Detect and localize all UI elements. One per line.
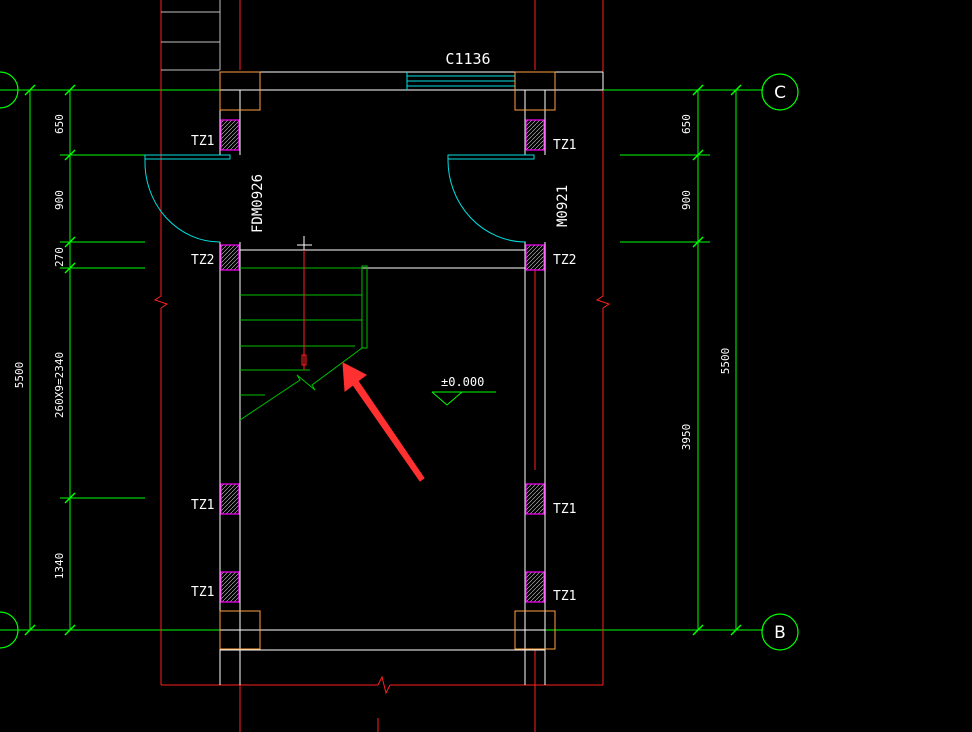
corner-columns [219, 71, 556, 650]
stair-direction [301, 250, 307, 370]
elevation-label: ±0.000 [441, 375, 484, 389]
label-tz1: TZ1 [191, 134, 214, 149]
dim-left-650: 650 [53, 114, 66, 134]
column-tz1-mid-left[interactable] [220, 483, 240, 515]
label-tz1: TZ1 [191, 498, 214, 513]
column-tz1-top-right[interactable] [525, 119, 545, 151]
grid-circle-c [761, 73, 799, 111]
elevation-triangle-icon [431, 391, 463, 406]
label-tz1: TZ1 [553, 138, 576, 153]
column-tz2-left[interactable] [220, 244, 240, 271]
door-right-leaf [447, 154, 535, 160]
label-tz2: TZ2 [553, 253, 576, 268]
grid-circle-c-left-partial [0, 71, 19, 109]
label-tz1: TZ1 [553, 502, 576, 517]
tz-columns [220, 119, 545, 603]
door-left-leaf [144, 154, 231, 160]
column-tz1-top-left[interactable] [220, 119, 240, 151]
label-tz1: TZ1 [191, 585, 214, 600]
arrow-icon [342, 362, 425, 482]
left-dimension-group [24, 84, 76, 636]
grid-circle-b-left-partial [0, 611, 19, 649]
axis-lines [0, 89, 763, 631]
door-left-label: FDM0926 [250, 174, 266, 233]
label-tz2: TZ2 [191, 253, 214, 268]
right-dimension-group [692, 84, 742, 636]
grid-bubble-c[interactable]: C [761, 73, 799, 111]
column-tz2-right[interactable] [525, 244, 545, 271]
walls [219, 71, 604, 685]
door-left[interactable] [144, 154, 231, 243]
column-tz1-mid-right[interactable] [525, 483, 545, 515]
section-mark [297, 236, 312, 250]
window-label: C1136 [445, 50, 490, 68]
grid-circle-b [761, 613, 799, 651]
elevation-marker[interactable]: ±0.000 [431, 375, 496, 406]
dim-left-270: 270 [53, 247, 66, 267]
door-right[interactable] [447, 154, 535, 243]
grid-label-top: C [774, 83, 786, 103]
dim-left-overall: 5500 [13, 362, 26, 389]
dim-left-steps: 260X9=2340 [53, 352, 66, 418]
right-dimension-texts: 650 900 3950 5500 [680, 114, 732, 450]
dim-right-650: 650 [680, 114, 693, 134]
dim-right-3950: 3950 [680, 424, 693, 451]
stair-flight[interactable] [239, 265, 368, 421]
column-labels: TZ1 TZ1 TZ2 TZ2 TZ1 TZ1 TZ1 TZ1 [191, 134, 576, 604]
dim-right-overall: 5500 [719, 348, 732, 375]
door-right-swing [447, 158, 527, 243]
dim-left-1340: 1340 [53, 553, 66, 580]
left-dimension-texts: 5500 650 900 270 260X9=2340 1340 [13, 114, 66, 579]
window-c1136[interactable]: C1136 [406, 50, 516, 90]
column-tz1-bottom-right[interactable] [525, 571, 545, 603]
grid-label-bottom: B [774, 623, 786, 643]
dim-right-900: 900 [680, 190, 693, 210]
door-left-swing [144, 158, 221, 243]
grid-bubble-b[interactable]: B [761, 613, 799, 651]
upper-stair-fragment [161, 0, 221, 71]
door-right-label: M0921 [555, 185, 571, 227]
column-tz1-bottom-left[interactable] [220, 571, 240, 603]
label-tz1: TZ1 [553, 589, 576, 604]
dim-left-900: 900 [53, 190, 66, 210]
